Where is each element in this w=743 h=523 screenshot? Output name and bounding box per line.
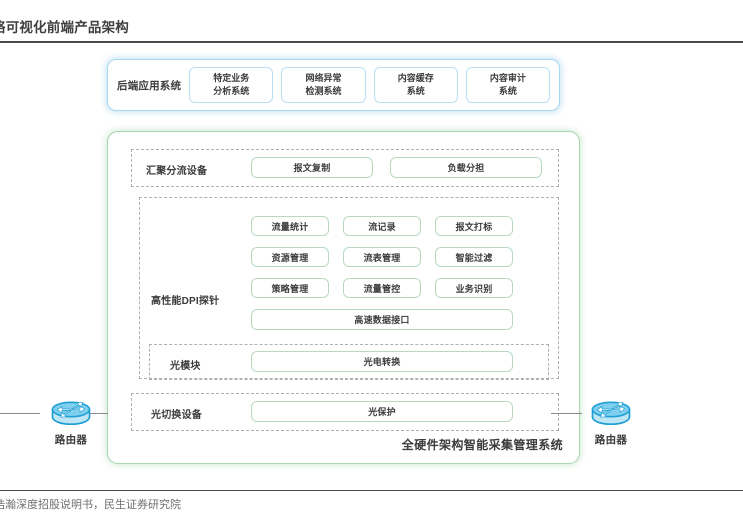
connector-line-left-outer <box>0 413 40 415</box>
footer-divider <box>0 490 743 491</box>
backend-system-card-3-line1: 内容缓存 <box>397 72 434 83</box>
backend-band-label: 后端应用系统 <box>117 79 182 92</box>
backend-system-card-2-line1: 网络异常 <box>305 72 342 83</box>
backend-system-card-2[interactable]: 网络异常 检测系统 <box>281 67 366 103</box>
backend-system-card-4[interactable]: 内容审计 系统 <box>465 67 551 103</box>
function-traffic-control[interactable]: 流量管控 <box>343 278 421 298</box>
title-divider <box>0 41 743 43</box>
aggregation-device-label: 汇聚分流设备 <box>146 166 208 177</box>
router-node-right: 路由器 <box>578 393 644 447</box>
function-policy-management[interactable]: 策略管理 <box>251 278 329 298</box>
function-traffic-statistics[interactable]: 流量统计 <box>251 216 329 236</box>
connector-line-left-inner <box>86 413 108 415</box>
function-flow-record[interactable]: 流记录 <box>343 216 421 236</box>
router-icon <box>51 401 91 425</box>
router-label-right: 路由器 <box>594 434 628 446</box>
function-packet-marking[interactable]: 报文打标 <box>435 216 513 236</box>
function-optical-protection[interactable]: 光保护 <box>251 401 513 422</box>
backend-system-card-1[interactable]: 特定业务 分析系统 <box>189 67 274 103</box>
dpi-probe-section <box>139 197 559 379</box>
router-label-left: 路由器 <box>54 434 88 446</box>
backend-system-card-2-line2: 检测系统 <box>305 86 342 96</box>
aggregation-device-section <box>131 149 559 187</box>
router-icon <box>591 401 631 425</box>
backend-system-card-4-line2: 系统 <box>498 86 517 96</box>
backend-system-card-3[interactable]: 内容缓存 系统 <box>373 67 458 103</box>
page-title: 络可视化前端产品架构 <box>0 20 129 35</box>
function-service-identification[interactable]: 业务识别 <box>435 278 513 298</box>
optical-module-section <box>149 344 549 380</box>
router-node-left: 路由器 <box>38 393 104 447</box>
connector-line-right <box>551 413 582 415</box>
function-packet-copy[interactable]: 报文复制 <box>251 157 373 178</box>
backend-system-card-1-line1: 特定业务 <box>213 72 250 83</box>
function-flow-table-management[interactable]: 流表管理 <box>343 247 421 267</box>
function-optical-electrical-conversion[interactable]: 光电转换 <box>251 351 513 372</box>
backend-system-card-1-line2: 分析系统 <box>213 86 250 96</box>
hardware-collection-system-container: 汇聚分流设备 报文复制 负载分担 高性能DPI探针 流量统计 流记录 报文打标 … <box>107 131 580 464</box>
optical-module-label: 光模块 <box>170 361 201 372</box>
function-high-speed-data-interface[interactable]: 高速数据接口 <box>251 309 513 330</box>
optical-switch-label: 光切换设备 <box>151 410 202 421</box>
function-intelligent-filtering[interactable]: 智能过滤 <box>435 247 513 267</box>
backend-system-card-3-line2: 系统 <box>406 86 425 96</box>
figure-source: 浩瀚深度招股说明书，民生证券研究院 <box>0 499 181 511</box>
optical-switch-section <box>131 393 559 431</box>
function-load-balancing[interactable]: 负载分担 <box>390 157 542 178</box>
backend-system-card-4-line1: 内容审计 <box>489 72 526 83</box>
backend-application-systems-band: 后端应用系统 特定业务 分析系统 网络异常 检测系统 内容缓存 系统 内容审计 … <box>107 59 560 111</box>
hardware-system-caption: 全硬件架构智能采集管理系统 <box>401 438 563 452</box>
function-resource-management[interactable]: 资源管理 <box>251 247 329 267</box>
dpi-probe-label: 高性能DPI探针 <box>151 296 220 307</box>
